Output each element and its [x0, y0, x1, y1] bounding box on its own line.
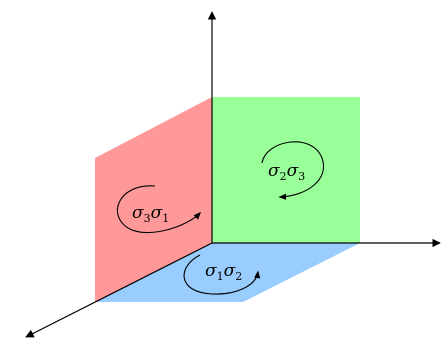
plane-sigma3-sigma1 [95, 97, 212, 302]
rotation-arrow-sigma2-sigma3 [261, 141, 325, 200]
rotation-arrow-sigma3-sigma1 [116, 185, 202, 234]
label-sigma1-sigma2: σ1σ2 [205, 261, 242, 283]
rotation-arrow-sigma1-sigma2 [183, 254, 261, 295]
plane-sigma2-sigma3 [212, 97, 360, 243]
depth-axis [25, 242, 213, 338]
label-sigma3-sigma1: σ3σ1 [132, 203, 169, 225]
plane-sigma1-sigma2 [95, 243, 360, 302]
label-sigma2-sigma3: σ2σ3 [268, 161, 305, 183]
